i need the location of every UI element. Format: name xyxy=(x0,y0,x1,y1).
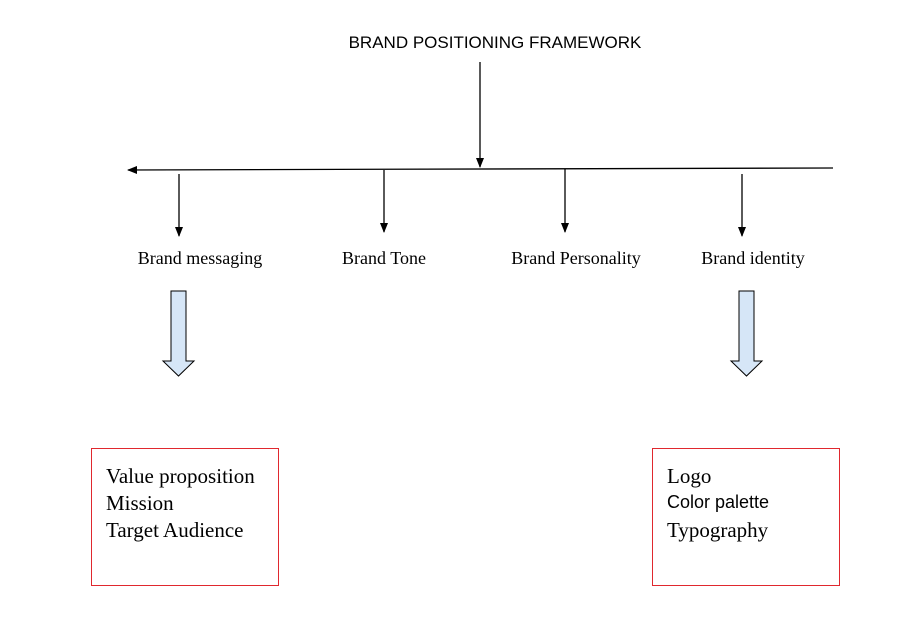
identity-details-box: Logo Color palette Typography xyxy=(652,448,840,586)
horizontal-bar-arrow xyxy=(127,165,834,174)
node-brand-identity: Brand identity xyxy=(701,248,805,268)
node-brand-messaging: Brand messaging xyxy=(137,248,263,268)
identity-detail-item: Logo xyxy=(667,464,712,488)
block-arrow-identity xyxy=(729,290,764,377)
messaging-detail-item: Value proposition xyxy=(106,464,255,488)
messaging-detail-item: Target Audience xyxy=(106,518,244,542)
identity-detail-item: Typography xyxy=(667,518,769,542)
messaging-details-box: Value proposition Mission Target Audienc… xyxy=(91,448,279,586)
node-brand-personality: Brand Personality xyxy=(511,248,641,268)
identity-detail-item: Color palette xyxy=(667,492,770,512)
messaging-detail-item: Mission xyxy=(106,491,174,515)
node-brand-tone: Brand Tone xyxy=(342,248,426,268)
diagram-title: BRAND POSITIONING FRAMEWORK xyxy=(348,33,642,52)
block-arrow-messaging xyxy=(161,290,196,377)
